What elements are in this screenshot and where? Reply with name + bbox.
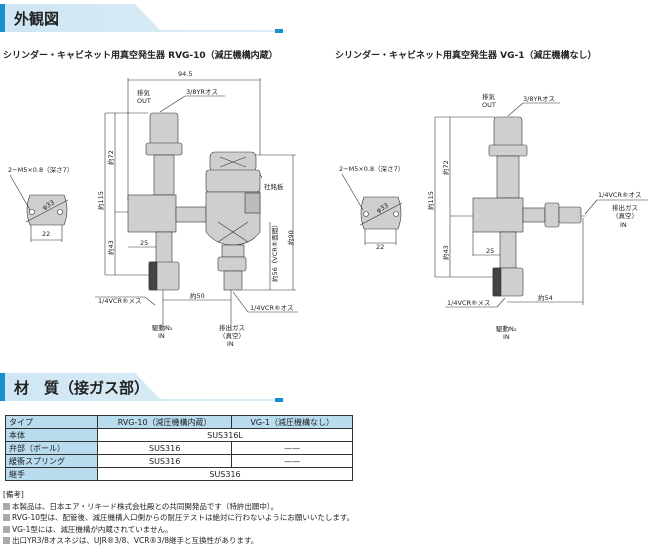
exhaust-label: 排気 [482,92,496,101]
flange-thread-label: 2−M5×0.8（深さ7） [8,165,73,174]
row-label: 緩衝スプリング [5,454,98,468]
flange-thread-label: 2−M5×0.8（深さ7） [339,164,404,173]
note-item: 本製品は、日本エア・リキード株式会社殿との共同開発品です（特許出願中）。 [3,501,354,513]
section-title: 材 質（接ガス部） [14,379,150,397]
height-total: 約115 [96,191,105,210]
suction-in-label: IN [227,340,234,348]
regulator-height: 約90 [286,230,295,245]
bottom-left-port-label: 1/4VCR®メス [98,297,141,305]
section-header-appearance: 外観図 [0,4,285,33]
section-header-materials: 材 質（接ガス部） [0,373,285,402]
spacing-label: 約50 [190,291,205,300]
top-port-label: 3/8YRオス [186,88,218,96]
note-item: VG-1型には、減圧機構が内蔵されていません。 [3,524,354,536]
table-header: タイプ RVG-10（減圧機構内蔵） VG-1（減圧機構なし） [5,415,353,429]
section-title: 外観図 [14,10,60,28]
drive-in-label: IN [158,332,165,340]
right-caption: シリンダー・キャビネット用真空発生器 VG-1（減圧機構なし） [335,51,597,61]
left-caption: シリンダー・キャビネット用真空発生器 RVG-10（減圧機構内蔵） [3,51,278,61]
row-label: 継手 [5,467,98,481]
height-lower: 約43 [106,240,115,255]
height-upper: 約72 [441,160,450,175]
top-port-label: 3/8YRオス [523,95,555,103]
vacuum-label: （真空） [612,211,638,220]
cell: SUS316 [96,441,233,455]
out-label: OUT [482,101,496,109]
bottom-port-label: 1/4VCR®メス [447,299,490,307]
flange-pitch-label: 22 [42,230,50,238]
header-cell: タイプ [5,415,98,429]
side-port-label: 1/4VCR®オス [598,191,641,199]
row-label: 弁部（ボール） [5,441,98,455]
note-text: RVG-10型は、配管後、減圧機構入口側からの耐圧テストは絶対に行わないようにお… [12,513,355,522]
drawings: 94.5 排気 OUT 3/8YRオス 2−M5×0.8（深さ7） φ33 22… [8,70,648,348]
nameplate-label: 社銘板 [264,182,284,191]
cell: SUS316 [97,467,353,481]
rvg10-drawing [9,78,298,330]
header-cell: VG-1（減圧機構なし） [231,415,353,429]
vg1-drawing [341,102,648,308]
notes-title: [備考] [3,490,24,499]
spacing-label: 約54 [538,293,553,302]
note-item: 出口YR3/8オスネジは、UJR®3/8、VCR®3/8継手と互換性があります。 [3,535,354,547]
height-total: 約115 [426,191,435,210]
note-item: RVG-10型は、配管後、減圧機構入口側からの耐圧テストは絶対に行わないようにお… [3,512,354,524]
drive-label: 駆動N₂ [496,324,517,333]
regulator-vcr-height: 約56（VCR®面間） [270,221,279,282]
note-text: 本製品は、日本エア・リキード株式会社殿との共同開発品です（特許出願中）。 [12,501,279,511]
flange-pitch-label: 22 [376,243,384,251]
table-row: 弁部（ボール）SUS316—— [5,441,353,455]
header-cell: RVG-10（減圧機構内蔵） [96,415,233,429]
cell: —— [231,441,353,455]
offset-label: 25 [140,239,148,247]
height-upper: 約72 [106,150,115,165]
note-text: VG-1型には、減圧機構が内蔵されていません。 [12,524,173,534]
out-label: OUT [137,97,151,105]
height-lower: 約43 [441,245,450,260]
bottom-right-port-label: 1/4VCR®オス [250,304,293,312]
cell: SUS316L [97,428,353,442]
offset-label: 25 [486,247,494,255]
drive-in-label: IN [503,333,510,341]
row-label: 本体 [5,428,98,442]
vacuum-label: （真空） [219,331,245,340]
suction-label: 排出ガス [612,203,638,212]
exhaust-label: 排気 [137,88,151,97]
suction-in-label: IN [620,221,627,229]
note-text: 出口YR3/8オスネジは、UJR®3/8、VCR®3/8継手と互換性があります。 [12,536,259,545]
cell: SUS316 [96,454,233,468]
dim-width: 94.5 [178,70,192,78]
drive-label: 駆動N₂ [152,323,173,332]
suction-label: 排出ガス [219,323,245,332]
cell: —— [231,454,353,468]
notes: [備考] 本製品は、日本エア・リキード株式会社殿との共同開発品です（特許出願中）… [3,489,354,547]
